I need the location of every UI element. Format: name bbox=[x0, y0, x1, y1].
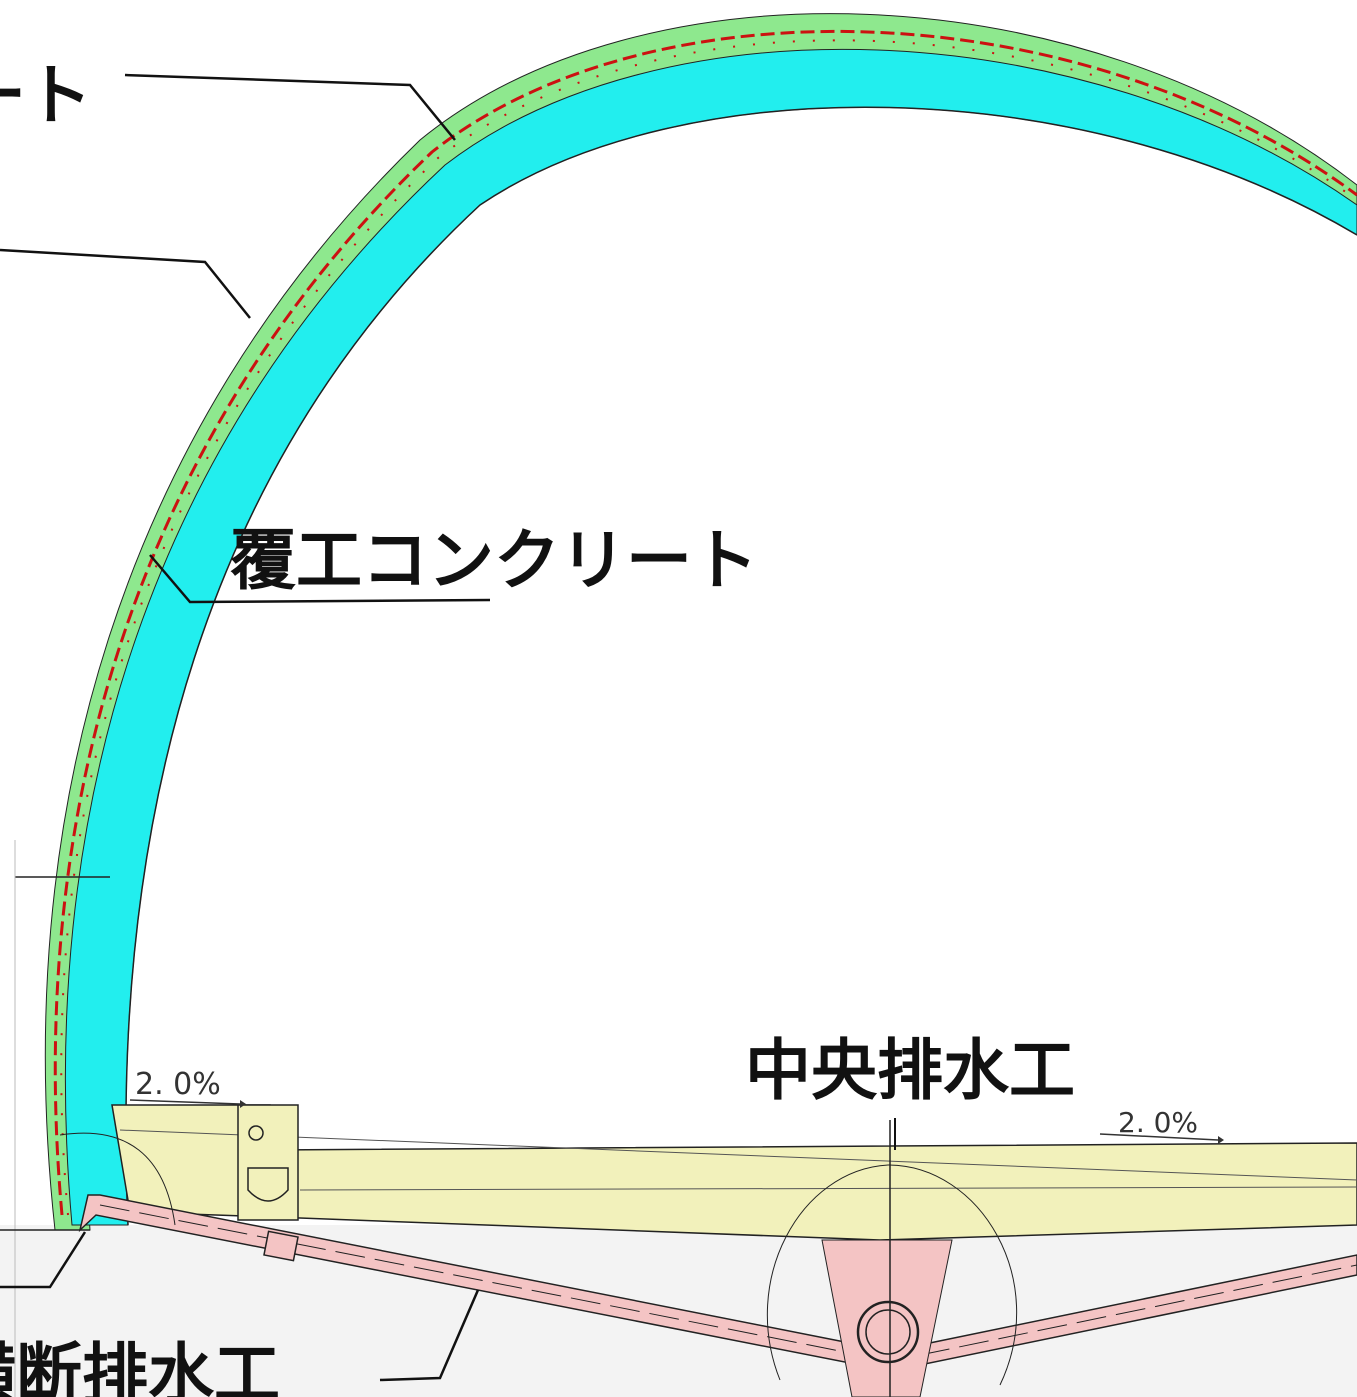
side-drain-channel bbox=[247, 1167, 289, 1202]
slope-arrow-left bbox=[129, 1099, 241, 1105]
pipe-joint bbox=[263, 1230, 299, 1262]
central-drain-pipe-inner bbox=[865, 1309, 911, 1355]
construction-arc-left bbox=[59, 1132, 176, 1226]
lining-concrete-layer bbox=[64, 48, 1357, 1226]
lining-inner-outline bbox=[125, 106, 1357, 1226]
slope-right: 2. 0% bbox=[1118, 1106, 1198, 1139]
side-drain-small-pipe bbox=[248, 1125, 264, 1141]
slope-arrow-right bbox=[1099, 1133, 1219, 1141]
waterproof-sheet bbox=[53, 29, 1357, 1216]
shotcrete-layer bbox=[44, 13, 1357, 1231]
side-drain-box bbox=[237, 1104, 299, 1221]
label-central-drain: 中央排水工 bbox=[745, 1032, 1075, 1109]
construction-arc-center bbox=[766, 1164, 1018, 1386]
label-shotcrete: ート bbox=[0, 57, 92, 134]
leader-lining bbox=[149, 554, 491, 604]
invert-inner-line-2 bbox=[299, 1186, 1357, 1191]
invert-inner-line bbox=[119, 1129, 1357, 1181]
leader-shotcrete bbox=[124, 73, 456, 141]
slope-left: 2. 0% bbox=[135, 1067, 221, 1102]
transverse-drain-right-centerline bbox=[919, 1264, 1357, 1356]
transverse-drain-left-centerline bbox=[99, 1204, 861, 1356]
slope-arrowhead-left bbox=[240, 1100, 246, 1108]
leader-waterproof bbox=[0, 248, 251, 319]
label-transverse-drain: 横断排水工 bbox=[0, 1336, 280, 1397]
leader-bottom-left bbox=[0, 1231, 87, 1289]
waterproof-sheet-inner bbox=[60, 39, 1357, 1216]
label-lining-concrete: 覆工コンクリート bbox=[230, 522, 758, 599]
leader-transverse-drain bbox=[379, 1289, 480, 1382]
slope-arrowhead-right bbox=[1218, 1136, 1224, 1144]
